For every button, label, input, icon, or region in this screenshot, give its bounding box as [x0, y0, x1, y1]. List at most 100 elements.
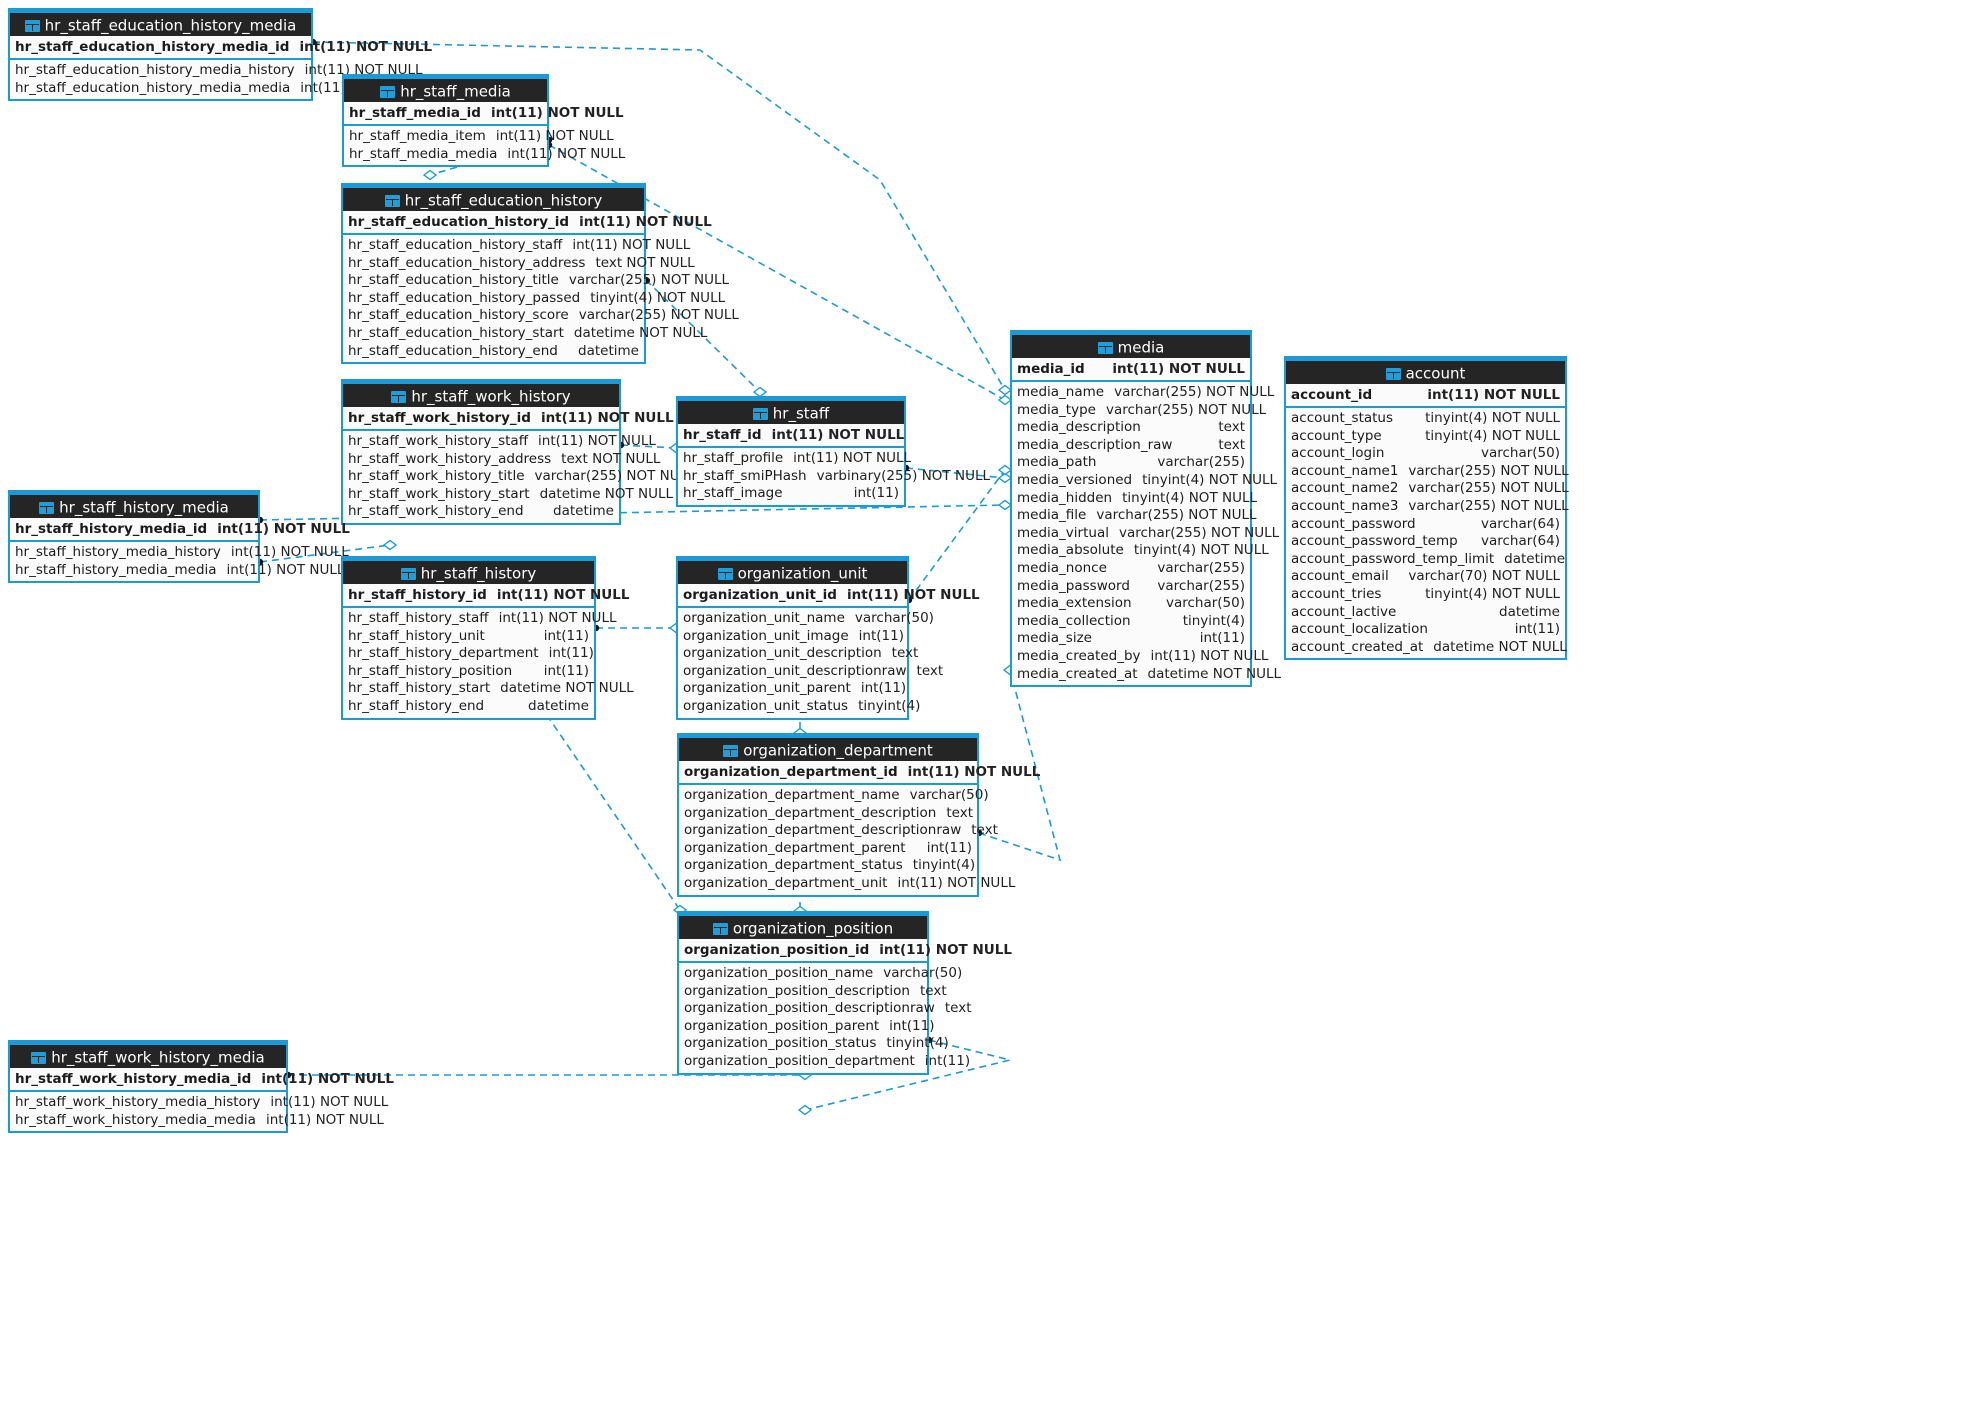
column-row[interactable]: hr_staff_education_history_media_history… [10, 62, 423, 80]
